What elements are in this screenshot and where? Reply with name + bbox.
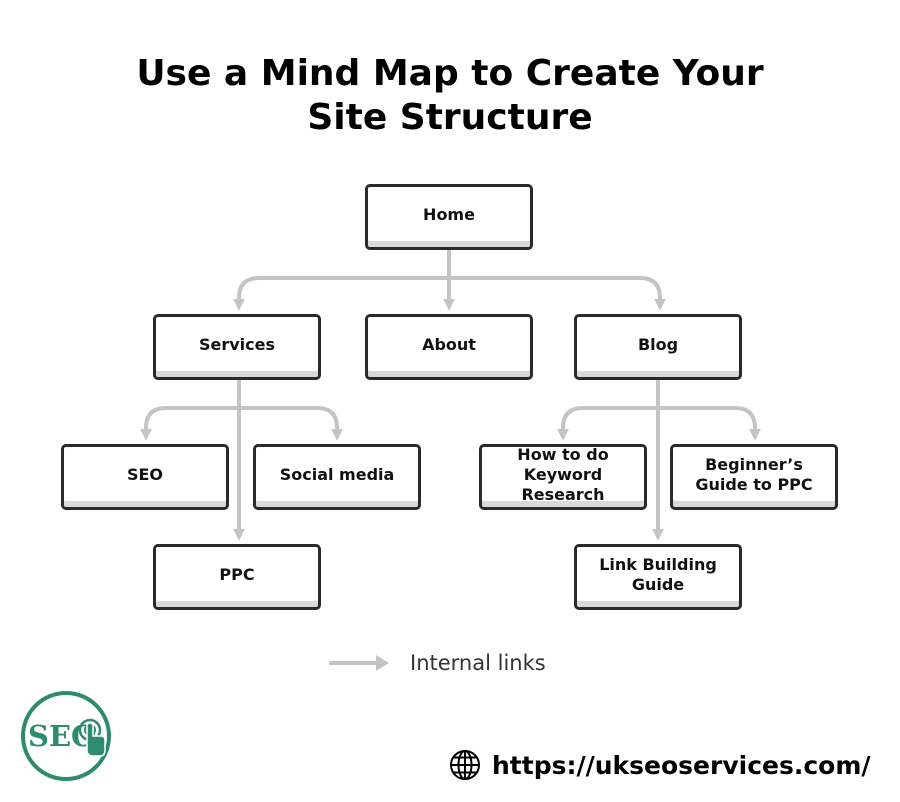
page-title: Use a Mind Map to Create Your Site Struc… [0, 52, 900, 140]
node-social-media: Social media [253, 444, 421, 510]
node-ppc: PPC [153, 544, 321, 610]
node-services: Services [153, 314, 321, 380]
node-home: Home [365, 184, 533, 250]
connector-home-blog [447, 276, 666, 311]
node-seo-label: SEO [126, 465, 164, 484]
connector-home-services [233, 276, 451, 311]
connector-services-seo [140, 406, 241, 441]
node-link-building-label: Link Building Guide [599, 555, 717, 594]
node-blog-label: Blog [637, 335, 679, 354]
logo-text: SEO [28, 719, 96, 753]
connector-services-social [237, 406, 343, 441]
website-url[interactable]: https://ukseoservices.com/ [492, 750, 871, 780]
node-seo: SEO [61, 444, 229, 510]
node-link-building: Link Building Guide [574, 544, 742, 610]
node-services-label: Services [198, 335, 276, 354]
globe-icon [450, 750, 480, 780]
node-ppc-label: PPC [219, 565, 255, 584]
arrow-right-icon [329, 655, 389, 671]
node-blog: Blog [574, 314, 742, 380]
node-keyword-research-label: How to do Keyword Research [517, 445, 609, 504]
seo-logo: SEO [21, 691, 111, 781]
node-beginners-guide-label: Beginner’s Guide to PPC [695, 455, 813, 494]
title-line-1: Use a Mind Map to Create Your [136, 53, 764, 94]
website: https://ukseoservices.com/ [448, 746, 871, 784]
node-keyword-research: How to do Keyword Research [479, 444, 647, 510]
legend-label: Internal links [410, 651, 546, 675]
node-about: About [365, 314, 533, 380]
node-social-media-label: Social media [279, 465, 395, 484]
legend: Internal links [328, 648, 546, 678]
title-line-2: Site Structure [307, 97, 593, 138]
pointer-hand-icon [78, 718, 106, 757]
node-beginners-guide: Beginner’s Guide to PPC [670, 444, 838, 510]
connector-blog-keyword [557, 406, 660, 441]
node-about-label: About [422, 335, 476, 354]
node-home-label: Home [423, 205, 475, 224]
connector-blog-ppc-guide [656, 406, 761, 441]
